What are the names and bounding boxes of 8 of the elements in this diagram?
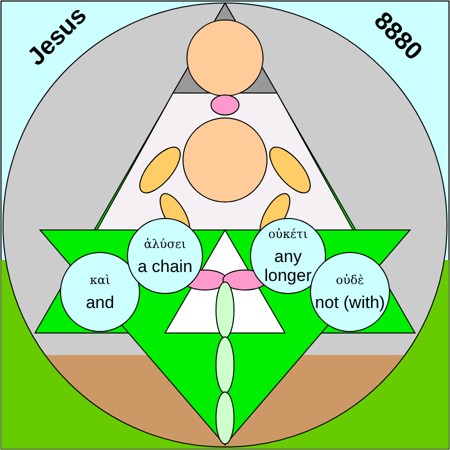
greek-word: καὶ: [90, 272, 110, 286]
greek-word: ἁλύσει: [144, 236, 186, 250]
translation-text: any longer: [263, 247, 313, 285]
greek-word: οὐδὲ: [336, 272, 364, 286]
translation-text: not (with): [315, 292, 385, 312]
translation-text: a chain: [138, 256, 192, 276]
greek-word: οὐκέτι: [268, 227, 308, 241]
translation-text: and: [86, 292, 114, 312]
